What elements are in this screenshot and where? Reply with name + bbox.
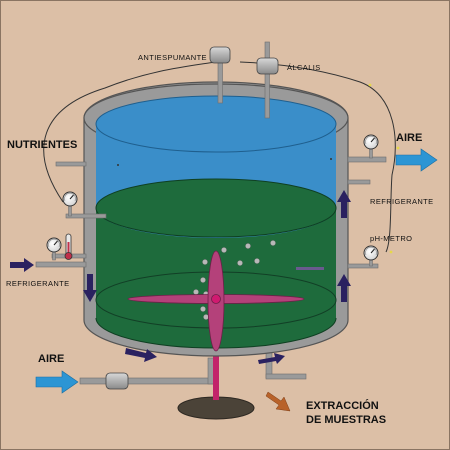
air-inlet-valve[interactable]	[105, 372, 129, 390]
headspace-top	[95, 95, 337, 153]
control-wires	[43, 61, 396, 253]
extraccion-label: EXTRACCIÓN	[306, 399, 379, 412]
vessel-interior	[95, 95, 337, 349]
air-in-label: AIRE	[38, 353, 64, 365]
right-ports	[347, 156, 387, 269]
alkali-valve[interactable]	[256, 57, 279, 75]
refrigerante-right-label: REFRIGERANTE	[370, 197, 434, 206]
air-out-label: AIRE	[396, 132, 422, 144]
wire-ticks	[117, 158, 332, 166]
pressure-gauge-icon	[363, 245, 379, 267]
ph-metro-label: pH-METRO	[370, 234, 412, 243]
pressure-gauge-icon	[363, 134, 379, 159]
pressure-gauge-icon	[46, 237, 62, 261]
culture-surface	[95, 178, 337, 238]
refrigerante-left-label: REFRIGERANTE	[6, 279, 70, 288]
nutrientes-label: NUTRIENTES	[7, 139, 77, 151]
probe-marks	[368, 83, 400, 254]
thermometer-icon	[64, 233, 73, 260]
alkali-line	[264, 41, 270, 119]
baffle	[296, 267, 324, 270]
coolant-arrows	[10, 190, 351, 364]
antifoam-valve[interactable]	[209, 46, 231, 64]
impeller	[127, 250, 305, 352]
antiespumante-label: ANTIESPUMANTE	[138, 53, 207, 62]
alcalis-label: ÁLCALIS	[287, 63, 321, 72]
air-out-arrow	[395, 148, 438, 172]
muestras-label: DE MUESTRAS	[306, 414, 386, 426]
motor-base	[177, 396, 255, 420]
air-in-arrow	[35, 370, 79, 394]
sample-pipe-branch	[265, 373, 307, 380]
sample-out-arrow	[265, 391, 291, 412]
pressure-gauge-icon	[62, 191, 78, 217]
